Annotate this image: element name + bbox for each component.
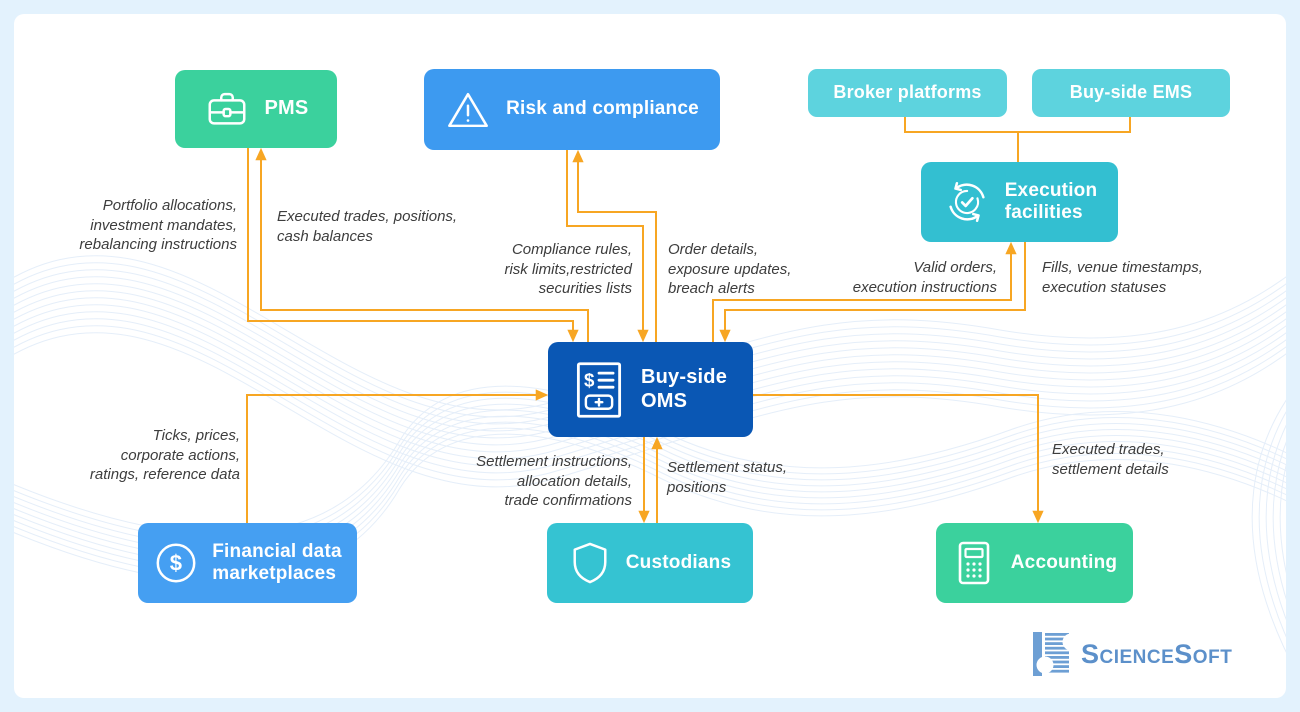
node-execution-facilities: Execution facilities [921,162,1118,242]
edge-label-pms-to-oms: Portfolio allocations, investment mandat… [79,197,237,253]
node-financial-data-marketplaces: $ Financial data marketplaces [138,523,357,603]
calculator-icon [958,541,990,585]
order-document-icon: $ [576,361,621,418]
edge-label-risk-to-oms: Compliance rules, risk limits,restricted… [504,241,632,297]
node-label: Execution facilities [1004,179,1098,223]
edge-oms-to-accounting [753,394,1044,524]
node-buy-side-ems: Buy-side EMS [1032,69,1230,117]
node-risk-and-compliance: Risk and compliance [424,69,720,150]
svg-text:$: $ [170,551,182,576]
node-label: Accounting [1010,551,1118,573]
sciencesoft-logo: ScienceSoft [1033,632,1232,676]
sciencesoft-logo-text: ScienceSoft [1081,638,1233,669]
edge-label-oms-to-custodians: Settlement instructions, allocation deta… [476,453,632,509]
sync-check-icon [949,182,985,222]
edge-oms-to-execution [712,241,1017,342]
briefcase-icon [208,92,246,125]
node-label: PMS [264,97,309,120]
node-broker-platforms: Broker platforms [808,69,1007,117]
edge-execution-to-oms [719,242,1026,343]
edge-label-oms-to-pms: Executed trades, positions, cash balance… [277,208,458,245]
node-pms: PMS [175,70,337,148]
warning-triangle-icon [448,92,489,127]
node-label: Financial data marketplaces [212,540,342,584]
node-label: Broker platforms [833,82,982,103]
edge-oms-to-pms [255,147,589,342]
dollar-circle-icon: $ [156,543,196,583]
node-buy-side-oms: $ Buy-side OMS [548,342,753,437]
node-label: Buy-side OMS [640,365,728,412]
node-label: Custodians [625,551,732,573]
edge-broker-ems-tree [904,117,1131,162]
node-accounting: Accounting [936,523,1133,603]
edge-label-oms-to-execution: Valid orders, execution instructions [852,259,997,296]
edge-fdm-to-oms [246,389,549,523]
edge-label-execution-to-oms: Fills, venue timestamps, execution statu… [1042,259,1203,296]
node-custodians: Custodians [547,523,753,603]
sciencesoft-logo-icon [1033,632,1071,676]
edge-label-oms-to-accounting: Executed trades, settlement details [1052,441,1169,478]
edge-label-oms-to-risk: Order details, exposure updates, breach … [668,241,792,297]
edge-risk-to-oms [566,150,649,343]
svg-text:$: $ [584,369,595,390]
shield-icon [573,542,607,584]
edge-pms-to-oms [247,148,579,343]
edge-label-custodians-to-oms: Settlement status, positions [667,459,788,496]
node-label: Risk and compliance [506,98,699,120]
edge-oms-to-risk [572,149,657,342]
node-label: Buy-side EMS [1069,82,1193,103]
edge-label-fdm-to-oms: Ticks, prices, corporate actions, rating… [89,427,240,483]
